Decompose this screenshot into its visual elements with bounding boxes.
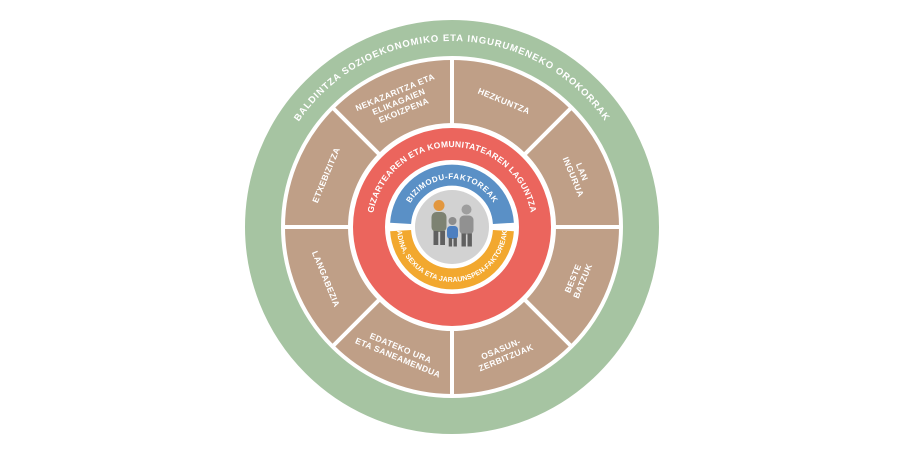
child-head [448,217,457,225]
community-support-ring [353,128,551,326]
child-leg [448,238,453,247]
child-leg [453,238,457,247]
adult1-leg [433,231,439,245]
family-icon [431,200,474,247]
adult1-head [433,200,445,211]
adult1-body [431,212,447,232]
separator-line [522,297,573,348]
lifestyle-arc [390,164,514,225]
child-body [447,226,458,239]
separator-line [331,297,382,348]
adult1-leg [440,231,445,245]
separator-line [331,106,382,157]
adult2-leg [467,233,472,247]
sector-separators [283,58,621,396]
adult2-body [459,215,474,235]
adult2-leg [461,233,466,247]
heredity-arc [390,229,514,290]
outer-socioeconomic-ring [245,20,659,434]
separator-line [522,106,573,157]
adult2-head [461,204,472,215]
